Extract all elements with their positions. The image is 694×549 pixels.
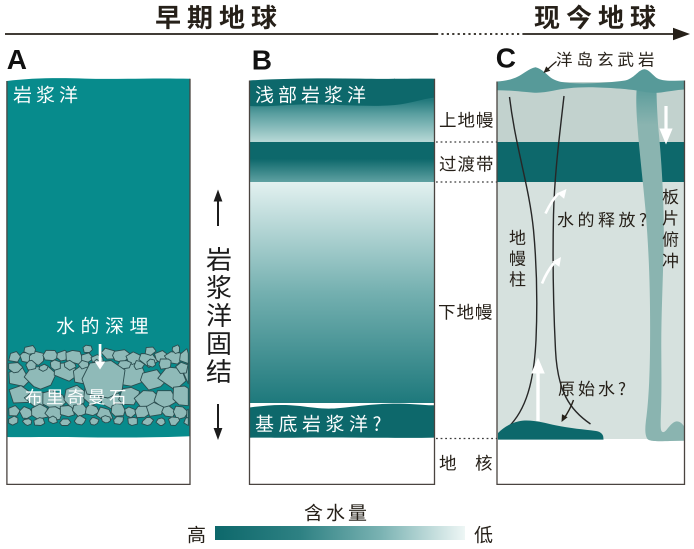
- label-water-release: 水的释放?: [557, 211, 647, 229]
- bridgmanite-rock: [21, 418, 33, 426]
- label-water-burial: 水的深埋: [56, 316, 149, 336]
- label-lower-mantle: 下地幔: [438, 303, 493, 322]
- label-transition-zone: 过渡带: [439, 155, 494, 174]
- bridgmanite-rocks: [8, 344, 189, 426]
- bridgmanite-rock: [81, 360, 126, 399]
- label-ocean-island-basalt: 洋岛玄武岩: [556, 51, 655, 68]
- bridgmanite-rock: [8, 415, 19, 426]
- solidification-arrows: [213, 189, 223, 440]
- panel-a-art: [6, 78, 191, 486]
- bridgmanite-rock: [8, 351, 22, 363]
- subducting-slab: [636, 86, 685, 442]
- bridgmanite-rock: [113, 416, 124, 425]
- slab-down-arrow: [659, 106, 673, 145]
- label-mantle-plume: 地幔柱: [509, 229, 526, 288]
- bridgmanite-rock: [133, 360, 146, 370]
- panel-b-letter: B: [252, 44, 272, 75]
- label-legend-low: 低: [473, 525, 493, 545]
- label-shallow-magma-ocean: 浅部岩浆洋: [255, 85, 366, 105]
- bridgmanite-rock: [141, 416, 155, 426]
- label-legend-high: 高: [187, 525, 206, 545]
- mantle-plume-line-right: [552, 95, 591, 425]
- bridgmanite-rock: [146, 358, 156, 368]
- panel-b-border: [248, 78, 436, 486]
- label-upper-mantle: 上地幔: [439, 111, 494, 130]
- bridgmanite-rock: [158, 358, 172, 370]
- primordial-water-annotation-arrow: [561, 399, 575, 422]
- surface-crust-band: [497, 67, 685, 93]
- bridgmanite-rock: [144, 346, 157, 356]
- bridgmanite-rock: [179, 348, 189, 364]
- bridgmanite-rock: [175, 361, 189, 374]
- panel-c-art: [496, 60, 686, 486]
- bridgmanite-rock: [47, 415, 58, 425]
- bridgmanite-rock: [63, 359, 77, 371]
- panel-c-border: [496, 80, 686, 486]
- bridgmanite-rock: [8, 362, 24, 374]
- panel-a-magma-fill: [6, 78, 191, 438]
- bridgmanite-rock: [49, 359, 61, 371]
- bridgmanite-rock: [18, 406, 35, 419]
- bridgmanite-rock: [155, 417, 166, 426]
- bridgmanite-rock: [110, 403, 126, 417]
- label-primordial-water: 原始水?: [558, 380, 626, 398]
- panel-letters: A B C: [7, 42, 516, 75]
- label-magma-ocean: 岩浆洋: [13, 85, 78, 105]
- panel-a-letter: A: [7, 44, 27, 75]
- title-present-earth: 现今地球: [534, 4, 656, 32]
- panel-b-lower-gradient: [249, 182, 435, 403]
- bridgmanite-rock: [183, 417, 189, 426]
- bridgmanite-rock: [100, 415, 112, 424]
- bridgmanite-rock: [23, 345, 36, 355]
- legend-gradient-bar: [215, 526, 465, 540]
- layer-boundary-dotted-lines: [436, 141, 497, 440]
- bridgmanite-rock: [33, 417, 46, 426]
- timeline-arrowhead: [673, 27, 690, 41]
- bridgmanite-rock: [112, 349, 130, 364]
- bridgmanite-rock: [59, 418, 72, 426]
- label-slab-subduction: 板片俯冲: [662, 188, 679, 270]
- oib-annotation-arrow: [543, 60, 557, 73]
- panel-c-letter: C: [496, 42, 516, 73]
- bridgmanite-rock: [25, 359, 37, 371]
- bridgmanite-rock: [186, 408, 189, 420]
- label-bridgmanite: 布里奇曼石: [25, 388, 127, 407]
- plume-up-arrow: [531, 357, 545, 421]
- label-solidification: 岩浆洋固结: [206, 246, 232, 386]
- bridgmanite-rock: [171, 344, 181, 354]
- panel-b-top-band: [249, 78, 435, 107]
- panel-b-transition-band: [249, 142, 435, 182]
- bridgmanite-rock: [172, 385, 189, 407]
- legend-art: [215, 526, 465, 540]
- bridgmanite-rock: [59, 405, 75, 418]
- bridgmanite-rock: [89, 417, 100, 426]
- label-core: 地 核: [439, 454, 493, 473]
- timeline: [5, 27, 690, 41]
- bridgmanite-rock: [73, 414, 87, 426]
- bridgmanite-rock: [38, 363, 49, 372]
- mantle-plume-line-left: [507, 96, 538, 429]
- water-release-arrows: [540, 189, 567, 284]
- panel-b-art: [248, 78, 436, 486]
- basal-water-blob: [498, 420, 604, 440]
- bridgmanite-rock: [168, 416, 181, 426]
- water-burial-arrow: [94, 344, 106, 370]
- label-legend-title: 含水量: [304, 503, 367, 523]
- bridgmanite-rock: [82, 344, 93, 353]
- title-early-earth: 早期地球: [155, 4, 277, 32]
- bridgmanite-rock: [8, 405, 21, 417]
- bridgmanite-rock: [77, 359, 90, 370]
- bridgmanite-rock: [127, 416, 138, 426]
- label-basal-magma-ocean: 基底岩浆洋?: [255, 414, 382, 434]
- panel-a-border: [6, 78, 191, 486]
